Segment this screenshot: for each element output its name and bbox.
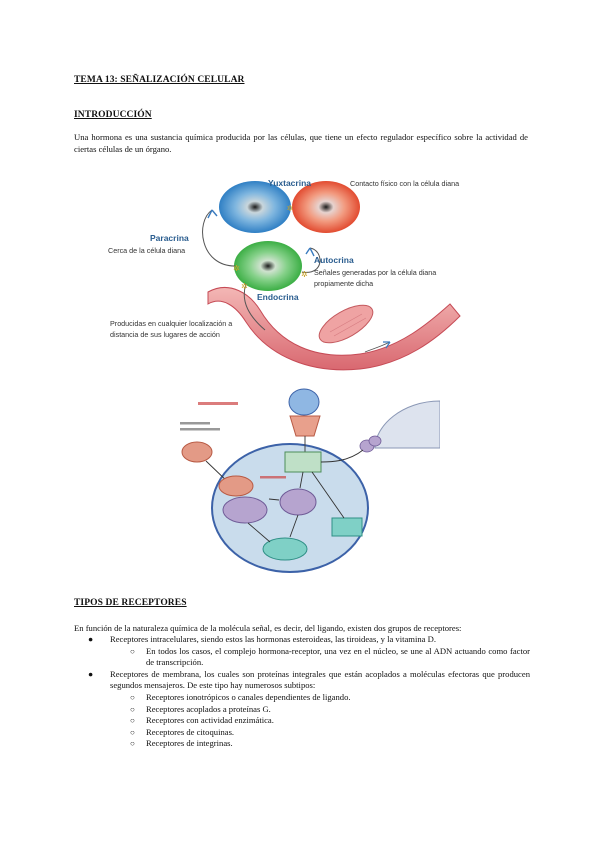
bullet-circle: ○	[130, 727, 135, 737]
svg-text:✲: ✲	[241, 282, 248, 291]
autocrine-arrow	[301, 247, 321, 273]
intro-paragraph: Una hormona es una sustancia química pro…	[74, 132, 528, 154]
blue-cell	[219, 181, 291, 233]
second-messenger-cascade	[279, 488, 317, 516]
sub-list-item-text: Receptores con actividad enzimática.	[146, 715, 274, 726]
sub-list-item-text: Receptores acoplados a proteínas G.	[146, 703, 271, 714]
label-yuxtacrina: Yuxtacrina	[268, 178, 311, 188]
hormone-receptor-complex	[218, 475, 254, 497]
red-cell	[292, 181, 360, 233]
membrane-receptor	[289, 415, 321, 437]
label-yuxtacrina-desc: Contacto físico con la célula diana	[350, 179, 459, 188]
first-messenger-molecule	[288, 388, 320, 416]
label-autocrina-desc-2: propiamente dicha	[314, 279, 373, 288]
page-title: TEMA 13: SEÑALIZACIÓN CELULAR	[74, 75, 245, 85]
sub-list-item: ○ Receptores de citoquinas.	[110, 727, 530, 739]
list-item-text: Receptores de membrana, los cuales son p…	[110, 668, 530, 691]
receptors-intro: En función de la naturaleza química de l…	[74, 623, 462, 633]
sub-list-item-text: En todos los casos, el complejo hormona-…	[146, 645, 530, 668]
label-endocrina: Endocrina	[257, 292, 299, 302]
blood-vessel-shape	[207, 287, 461, 371]
sub-list-item: ○ Receptores con actividad enzimática.	[110, 715, 530, 727]
list-item: ● Receptores de membrana, los cuales son…	[74, 669, 530, 750]
sub-list-item: ○ En todos los casos, el complejo hormon…	[110, 646, 530, 669]
effector-box	[284, 451, 322, 473]
sub-list-item: ○ Receptores de integrinas.	[110, 738, 530, 750]
svg-text:✲: ✲	[301, 270, 308, 279]
receptors-heading: TIPOS DE RECEPTORES	[74, 598, 187, 608]
sub-list-item-text: Receptores de citoquinas.	[146, 726, 235, 737]
label-endocrina-desc-2: distancia de sus lugares de acción	[110, 330, 220, 339]
sub-list-item-text: Receptores ionotrópicos o canales depend…	[146, 691, 351, 702]
hormone-molecule	[181, 441, 213, 463]
green-cell	[234, 241, 302, 291]
gene-expression	[262, 537, 308, 561]
bullet-circle: ○	[130, 716, 135, 726]
receptors-list: ● Receptores intracelulares, siendo esto…	[74, 634, 530, 750]
bullet-circle: ○	[130, 704, 135, 714]
label-autocrina: Autocrina	[314, 255, 354, 265]
target-muscle-cell	[318, 304, 374, 344]
sub-list-item: ○ Receptores ionotrópicos o canales depe…	[110, 692, 530, 704]
sub-list-item-text: Receptores de integrinas.	[146, 738, 233, 749]
sub-list-item: ○ Receptores acoplados a proteínas G.	[110, 704, 530, 716]
bullet-circle: ○	[130, 739, 135, 749]
label-autocrina-desc-1: Señales generadas por la célula diana	[314, 268, 436, 277]
other-effects-box	[331, 517, 363, 537]
label-endocrina-desc-1: Producidas en cualquier localización a	[110, 319, 232, 328]
intro-heading: INTRODUCCIÓN	[74, 110, 152, 120]
bullet-dot: ●	[88, 634, 94, 644]
signal-transduction-figure	[180, 388, 440, 573]
bullet-circle: ○	[130, 646, 135, 656]
list-item-text: Receptores intracelulares, siendo estos …	[110, 634, 436, 644]
signaling-types-figure: ✲ ✲ ✲ ✲ Yuxtacrina Contacto físico con l…	[108, 178, 461, 371]
bullet-circle: ○	[130, 692, 135, 702]
transcription-factor	[222, 496, 268, 524]
svg-text:✲: ✲	[287, 204, 294, 213]
label-paracrina-desc: Cerca de la célula diana	[108, 246, 185, 255]
bullet-dot: ●	[88, 668, 94, 679]
label-paracrina: Paracrina	[150, 233, 189, 243]
neighbor-cell	[374, 400, 440, 449]
paracrine-arrow	[202, 209, 236, 267]
endocrine-arrow	[243, 283, 266, 331]
svg-text:✲: ✲	[233, 264, 240, 273]
list-item: ● Receptores intracelulares, siendo esto…	[74, 634, 530, 669]
